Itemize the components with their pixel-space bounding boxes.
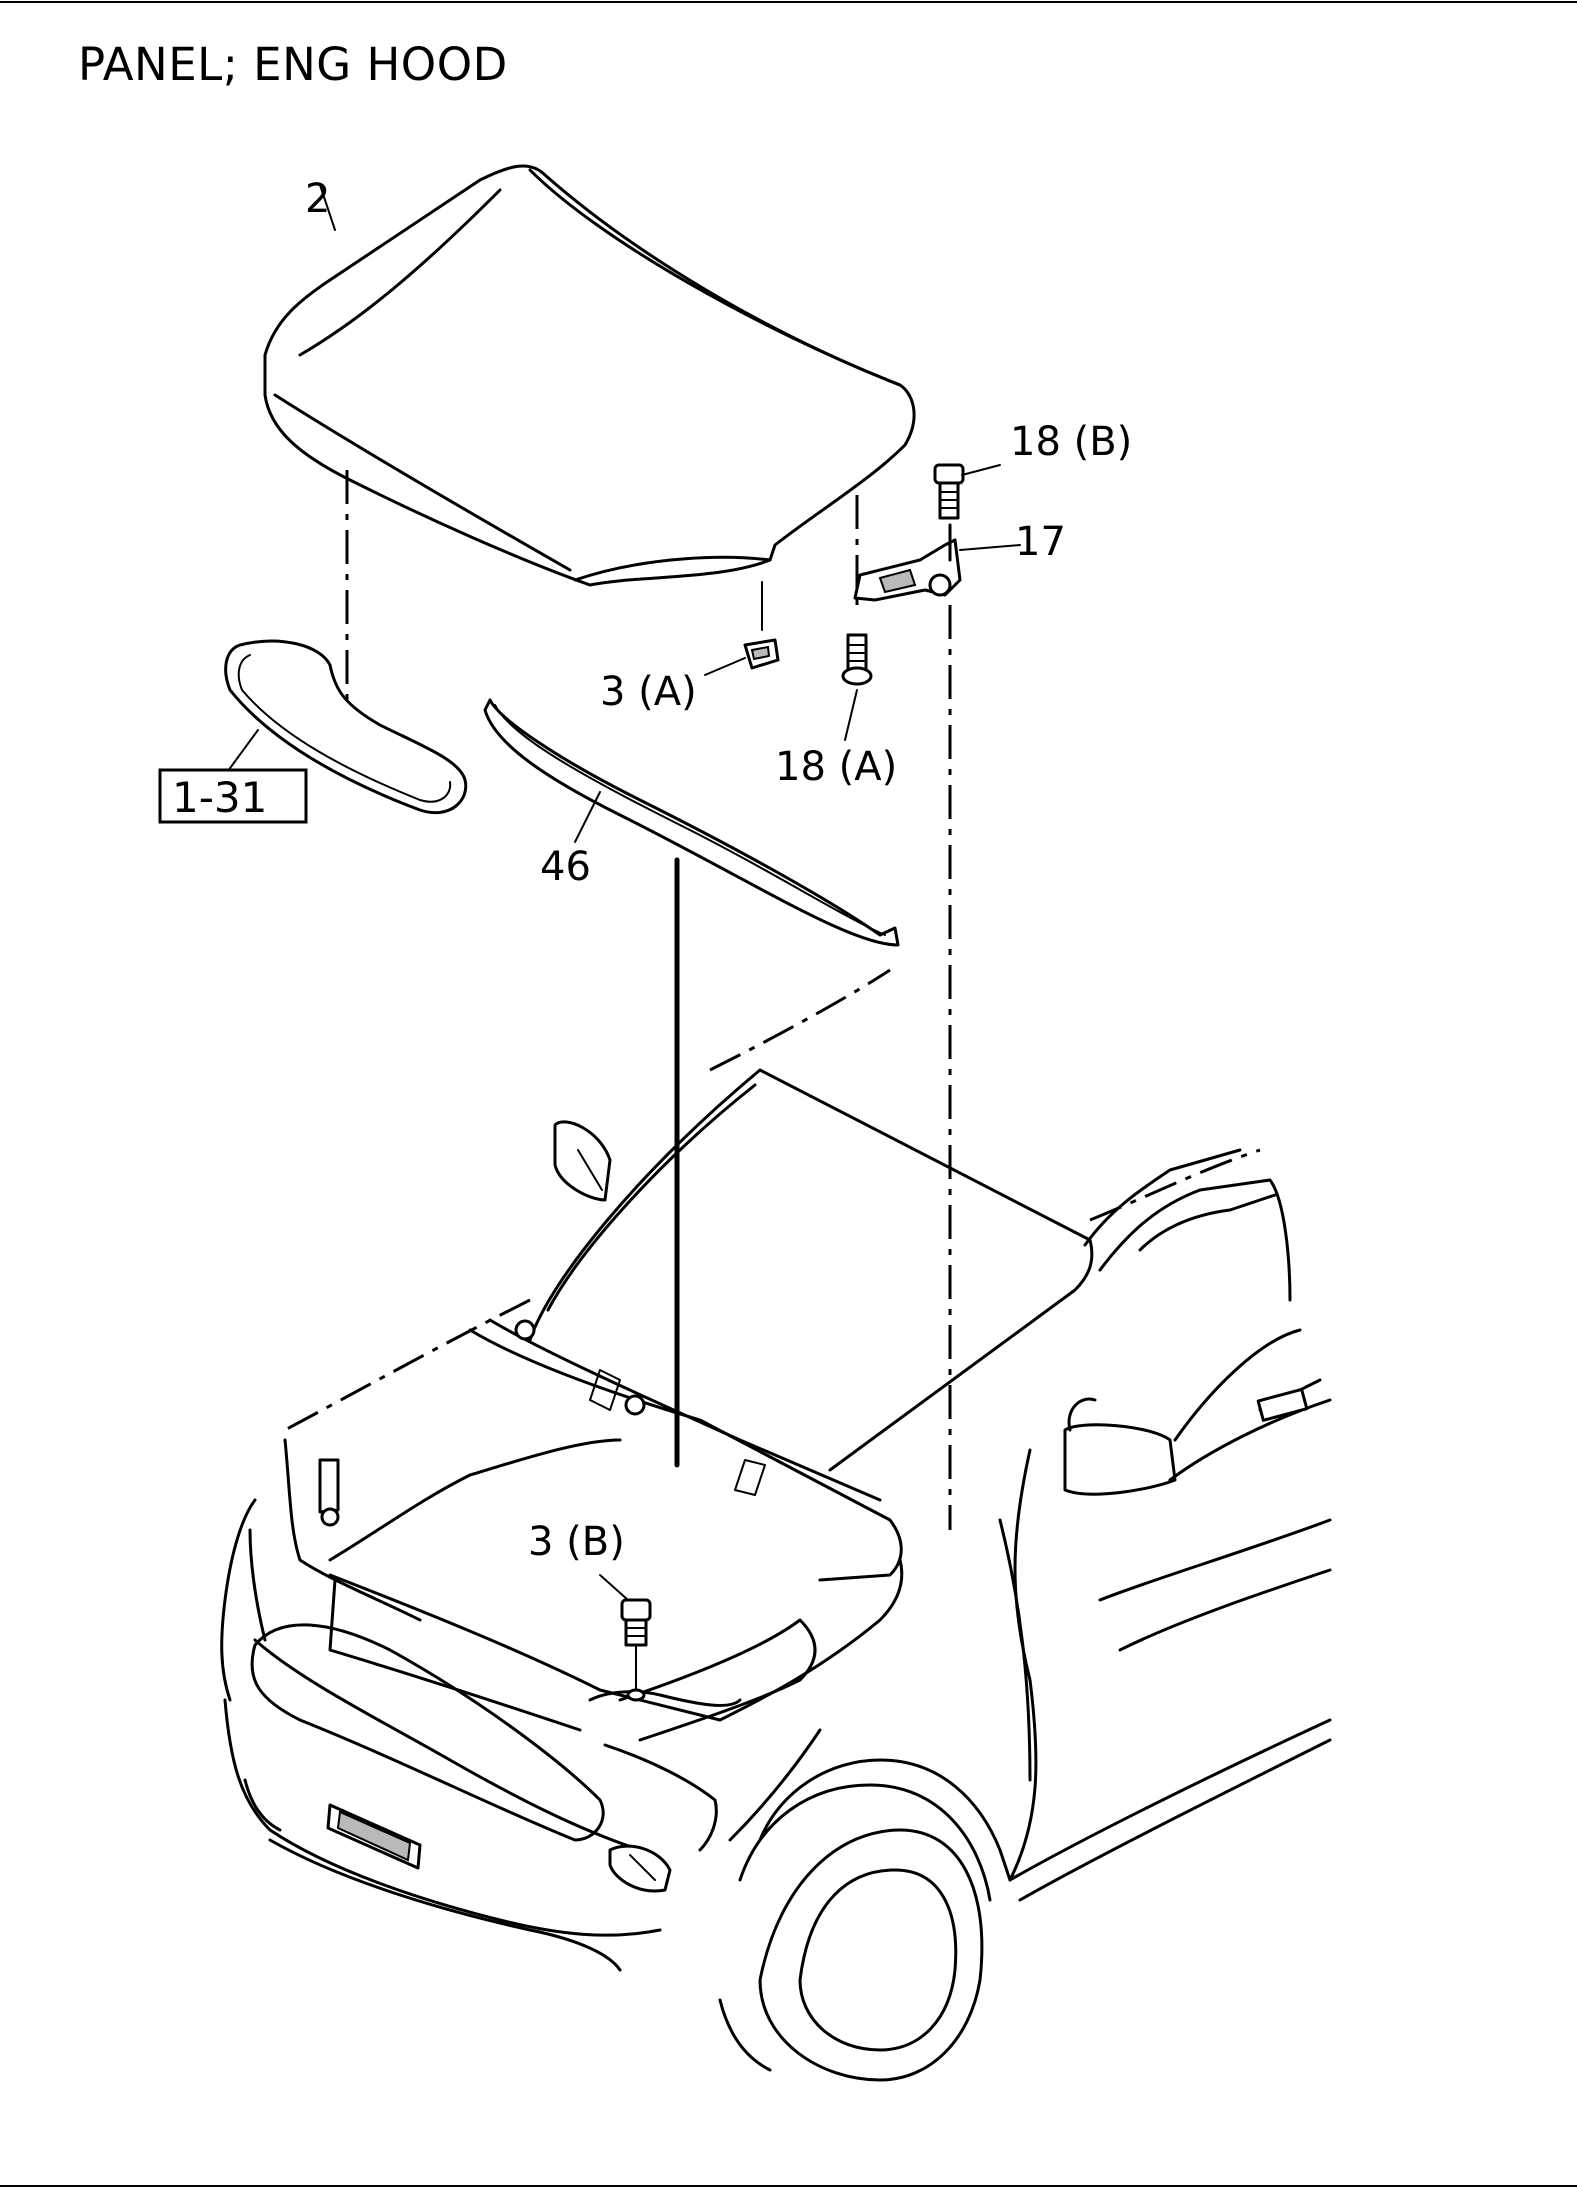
callout-hood: 2 xyxy=(305,176,330,222)
leader-hinge xyxy=(959,544,1021,551)
bolt-b[interactable] xyxy=(933,463,965,520)
callout-hinge: 17 xyxy=(1015,519,1066,565)
leader-bumper-a xyxy=(704,657,746,676)
leader-weatherstrip xyxy=(574,791,601,843)
hood-hinge[interactable] xyxy=(853,523,962,602)
leader-seal xyxy=(224,729,259,776)
leader-hood xyxy=(319,184,336,231)
bolt-a[interactable] xyxy=(841,633,873,686)
callout-seal-ref[interactable]: 1-31 xyxy=(172,773,267,822)
hood-seal[interactable] xyxy=(224,639,468,815)
callout-bumper-a: 3 (A) xyxy=(600,669,697,715)
callout-weatherstrip: 46 xyxy=(540,844,591,890)
vehicle-body xyxy=(220,968,1332,2082)
callout-bolt-b: 18 (B) xyxy=(1010,419,1132,465)
callout-bolt-a: 18 (A) xyxy=(775,744,897,790)
leader-bolt-b xyxy=(961,464,1001,476)
weatherstrip[interactable] xyxy=(483,698,900,947)
leader-bolt-a xyxy=(844,689,858,741)
seal-ref-box[interactable] xyxy=(158,768,308,824)
page-title: PANEL; ENG HOOD xyxy=(78,38,508,91)
leader-bumper-b xyxy=(599,1574,629,1601)
hood-bumper-b[interactable] xyxy=(620,1598,652,1702)
hood-panel[interactable] xyxy=(263,164,916,587)
callout-bumper-b: 3 (B) xyxy=(528,1519,625,1565)
hood-bumper-a[interactable] xyxy=(743,638,780,670)
